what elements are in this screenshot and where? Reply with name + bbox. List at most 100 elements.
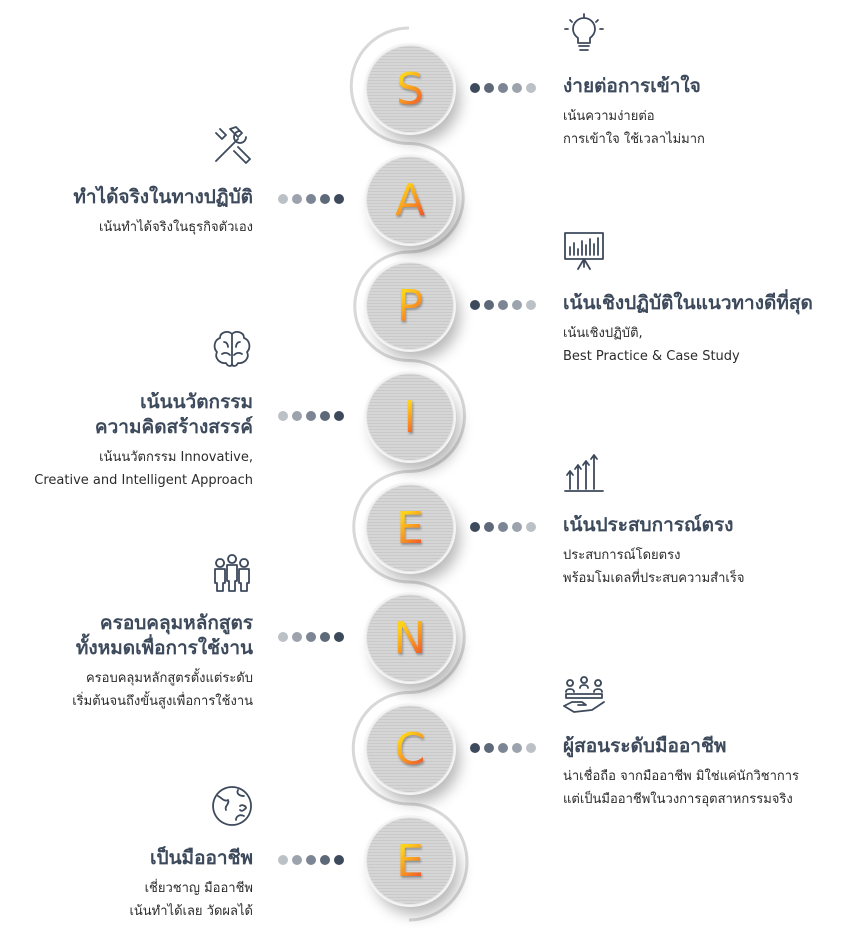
dot xyxy=(320,194,330,204)
dot xyxy=(292,411,302,421)
letter-circle-s: S xyxy=(366,45,454,133)
dot xyxy=(512,83,522,93)
letter: E xyxy=(396,835,424,887)
dot xyxy=(334,632,344,642)
desc-line: Best Practice & Case Study xyxy=(563,349,740,364)
feature-title: ทำได้จริงในทางปฏิบัติ xyxy=(73,185,253,210)
feature-item: เป็นมืออาชีพเชี่ยวชาญ มืออาชีพเน้นทำได้เ… xyxy=(129,846,253,923)
title-line: เป็นมืออาชีพ xyxy=(150,847,253,869)
letter: P xyxy=(396,280,424,332)
feature-title: เน้นประสบการณ์ตรง xyxy=(563,513,744,538)
feature-title: ง่ายต่อการเข้าใจ xyxy=(563,74,705,99)
presentation-chart-icon xyxy=(562,229,606,273)
feature-item: ครอบคลุมหลักสูตรทั้งหมดเพื่อการใช้งานครอ… xyxy=(72,611,253,713)
feature-item: เน้นประสบการณ์ตรงประสบการณ์โดยตรงพร้อมโม… xyxy=(563,513,744,590)
letter-circle-c: C xyxy=(366,705,454,793)
desc-line: น่าเชื่อถือ จากมืออาชีพ มิใช่แค่นักวิชาก… xyxy=(563,769,800,784)
dot xyxy=(498,83,508,93)
feature-description: เน้นความง่ายต่อการเข้าใจ ใช้เวลาไม่มาก xyxy=(563,105,705,151)
title-line: เน้นนวัตกรรม xyxy=(140,391,253,413)
feature-description: ครอบคลุมหลักสูตรตั้งแต่ระดับเริ่มต้นจนถึ… xyxy=(72,667,253,713)
letter-circle-p: P xyxy=(366,262,454,350)
feature-description: เชี่ยวชาญ มืออาชีพเน้นทำได้เลย วัดผลได้ xyxy=(129,877,253,923)
feature-description: น่าเชื่อถือ จากมืออาชีพ มิใช่แค่นักวิชาก… xyxy=(563,765,799,811)
dot xyxy=(512,743,522,753)
dot xyxy=(292,194,302,204)
dot xyxy=(278,632,288,642)
dot xyxy=(320,632,330,642)
feature-title: เน้นนวัตกรรมความคิดสร้างสรรค์ xyxy=(34,390,253,440)
dot xyxy=(484,300,494,310)
feature-item: ง่ายต่อการเข้าใจเน้นความง่ายต่อการเข้าใจ… xyxy=(563,74,705,151)
desc-line: แต่เป็นมืออาชีพในวงการอุตสาหกรรมจริง xyxy=(563,792,793,807)
dot xyxy=(470,522,480,532)
dot-connector xyxy=(470,300,536,310)
dot xyxy=(498,300,508,310)
dot-connector xyxy=(278,855,344,865)
feature-title: เป็นมืออาชีพ xyxy=(129,846,253,871)
dot xyxy=(512,522,522,532)
dot xyxy=(334,855,344,865)
dot xyxy=(498,743,508,753)
letter-circle-i: I xyxy=(366,373,454,461)
globe-icon xyxy=(210,784,254,828)
instructor-hand-icon xyxy=(562,672,606,716)
dot-connector xyxy=(470,522,536,532)
desc-line: เน้นความง่ายต่อ xyxy=(563,109,655,124)
desc-line: Creative and Intelligent Approach xyxy=(34,473,253,488)
dot-connector xyxy=(278,632,344,642)
dot xyxy=(306,411,316,421)
title-line: ทั้งหมดเพื่อการใช้งาน xyxy=(75,637,253,659)
dot xyxy=(306,855,316,865)
desc-line: เน้นนวัตกรรม Innovative, xyxy=(99,450,253,465)
letter: C xyxy=(394,723,426,775)
feature-description: เน้นนวัตกรรม Innovative, Creative and Int… xyxy=(34,446,253,492)
title-line: ผู้สอนระดับมืออาชีพ xyxy=(563,735,727,757)
desc-line: เริ่มต้นจนถึงขั้นสูงเพื่อการใช้งาน xyxy=(72,694,253,709)
dot xyxy=(278,855,288,865)
feature-item: ทำได้จริงในทางปฏิบัติเน้นทำได้จริงในธุรก… xyxy=(73,185,253,239)
desc-line: เน้นทำได้จริงในธุรกิจตัวเอง xyxy=(99,220,253,235)
feature-item: เน้นนวัตกรรมความคิดสร้างสรรค์เน้นนวัตกรร… xyxy=(34,390,253,492)
dot-connector xyxy=(278,194,344,204)
growth-arrows-icon xyxy=(562,451,606,495)
dot xyxy=(498,522,508,532)
letter: A xyxy=(394,174,426,226)
feature-item: ผู้สอนระดับมืออาชีพน่าเชื่อถือ จากมืออาช… xyxy=(563,734,799,811)
letter: E xyxy=(396,502,424,554)
title-line: ง่ายต่อการเข้าใจ xyxy=(563,75,701,97)
dot xyxy=(278,411,288,421)
desc-line: การเข้าใจ ใช้เวลาไม่มาก xyxy=(563,132,705,147)
letter-circle-a: A xyxy=(366,156,454,244)
desc-line: เชี่ยวชาญ มืออาชีพ xyxy=(144,881,253,896)
feature-title: ผู้สอนระดับมืออาชีพ xyxy=(563,734,799,759)
dot xyxy=(484,522,494,532)
brain-icon xyxy=(210,328,254,372)
letter-circle-e: E xyxy=(366,817,454,905)
letter: N xyxy=(393,612,427,664)
feature-description: ประสบการณ์โดยตรงพร้อมโมเดลที่ประสบความสำ… xyxy=(563,544,744,590)
letter-circle-n: N xyxy=(366,594,454,682)
title-line: ความคิดสร้างสรรค์ xyxy=(94,416,253,438)
dot xyxy=(470,743,480,753)
dot xyxy=(320,855,330,865)
dot xyxy=(306,194,316,204)
dot xyxy=(526,522,536,532)
desc-line: ประสบการณ์โดยตรง xyxy=(563,548,681,563)
title-line: ครอบคลุมหลักสูตร xyxy=(99,612,253,634)
feature-description: เน้นทำได้จริงในธุรกิจตัวเอง xyxy=(73,216,253,239)
dot xyxy=(526,83,536,93)
desc-line: เน้นทำได้เลย วัดผลได้ xyxy=(129,904,253,919)
dot xyxy=(484,83,494,93)
tools-icon xyxy=(210,123,254,167)
feature-description: เน้นเชิงปฏิบัติ,Best Practice & Case Stu… xyxy=(563,322,813,368)
dot xyxy=(306,632,316,642)
feature-item: เน้นเชิงปฏิบัติในแนวทางดีที่สุดเน้นเชิงป… xyxy=(563,291,813,368)
dot xyxy=(526,300,536,310)
lightbulb-icon xyxy=(562,12,606,56)
title-line: เน้นเชิงปฏิบัติในแนวทางดีที่สุด xyxy=(563,292,813,314)
feature-title: ครอบคลุมหลักสูตรทั้งหมดเพื่อการใช้งาน xyxy=(72,611,253,661)
dot-connector xyxy=(470,743,536,753)
dot xyxy=(278,194,288,204)
